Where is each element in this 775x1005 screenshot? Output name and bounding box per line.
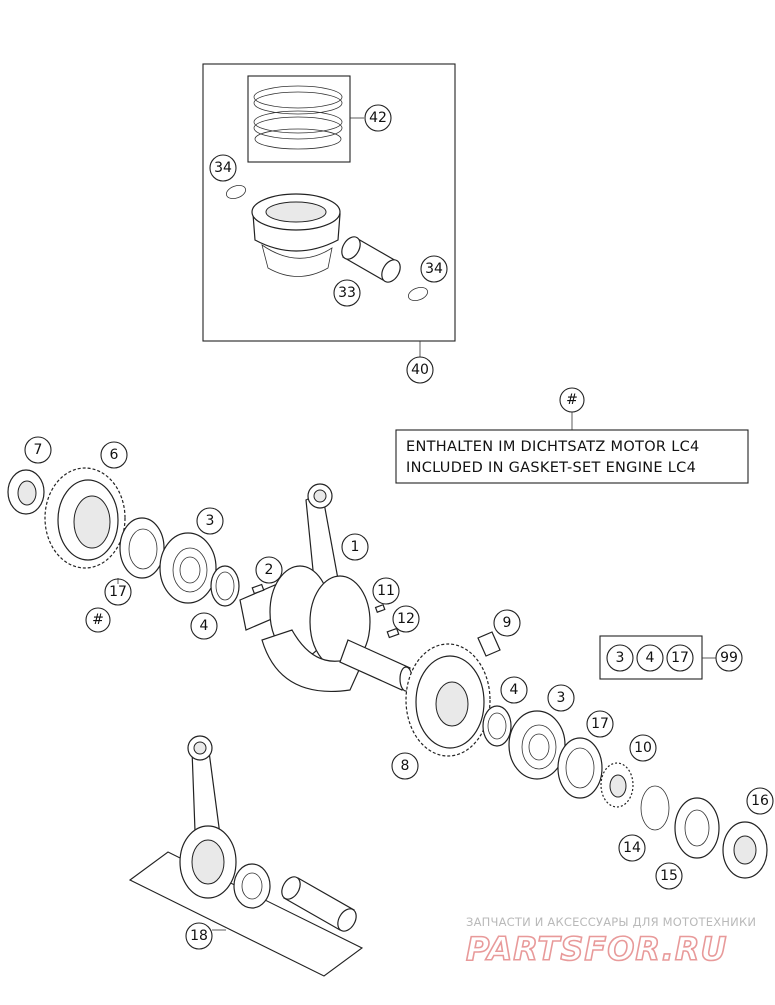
svg-text:17: 17	[109, 584, 127, 600]
note-line-1: ENTHALTEN IM DICHTSATZ MOTOR LC4	[406, 439, 700, 455]
callout-18: 18	[185, 922, 213, 950]
left-side-parts	[7, 467, 240, 607]
kit-box	[599, 635, 703, 680]
svg-text:10: 10	[634, 740, 652, 756]
callout-42: 42	[364, 104, 392, 132]
watermark-brand: PARTSFOR.RU	[466, 930, 727, 968]
callout-8: 8	[391, 752, 419, 780]
svg-text:16: 16	[751, 793, 769, 809]
callout-1: 1	[341, 533, 369, 561]
svg-text:33: 33	[338, 285, 356, 301]
callout-4-right: 4	[500, 676, 528, 704]
piston-kit-group	[202, 63, 456, 357]
svg-text:17: 17	[671, 650, 689, 666]
watermark-tagline: ЗАПЧАСТИ И АКСЕССУАРЫ ДЛЯ МОТОТЕХНИКИ	[466, 915, 756, 929]
crankshaft-assembly	[239, 483, 413, 692]
svg-text:4: 4	[510, 682, 519, 698]
svg-text:1: 1	[351, 539, 360, 555]
callout-33: 33	[333, 279, 361, 307]
svg-text:6: 6	[110, 447, 119, 463]
callout-11: 11	[372, 577, 400, 605]
callout-3-right: 3	[547, 684, 575, 712]
callout-hash-note: #	[559, 387, 585, 413]
circlip-left	[225, 185, 247, 199]
callout-4-left: 4	[190, 612, 218, 640]
callout-40: 40	[406, 356, 434, 384]
svg-text:9: 9	[503, 615, 512, 631]
conrod-kit	[128, 735, 364, 977]
watermark: ЗАПЧАСТИ И АКСЕССУАРЫ ДЛЯ МОТОТЕХНИКИ PA…	[465, 915, 756, 969]
callout-34-left: 34	[209, 154, 237, 182]
svg-text:34: 34	[214, 160, 232, 176]
callout-99: 99	[715, 644, 743, 672]
svg-text:3: 3	[557, 690, 566, 706]
callout-7: 7	[24, 436, 52, 464]
callout-2: 2	[255, 556, 283, 584]
callout-17-left: 17	[104, 578, 132, 606]
kit-callout-3: 3	[606, 644, 634, 672]
piston-ring-box	[247, 75, 351, 163]
gasket-set-note: ENTHALTEN IM DICHTSATZ MOTOR LC4 INCLUDE…	[395, 412, 749, 484]
svg-text:18: 18	[190, 928, 208, 944]
right-side-parts	[405, 631, 768, 879]
svg-text:40: 40	[411, 362, 429, 378]
piston-rings	[253, 85, 343, 150]
kit-99-group	[599, 635, 716, 680]
svg-text:8: 8	[401, 758, 410, 774]
svg-text:17: 17	[591, 716, 609, 732]
callout-labels: 42 34 34 33 40 # 7 6 3 1 2 17 11 # 4 12 …	[24, 104, 774, 950]
callout-14: 14	[618, 834, 646, 862]
callout-6: 6	[100, 441, 128, 469]
callout-9: 9	[493, 609, 521, 637]
svg-text:99: 99	[720, 650, 738, 666]
piston-pin	[341, 236, 401, 283]
svg-text:11: 11	[377, 583, 395, 599]
svg-text:#: #	[92, 612, 104, 628]
svg-text:3: 3	[206, 513, 215, 529]
svg-text:7: 7	[34, 442, 43, 458]
callout-34-right: 34	[420, 255, 448, 283]
svg-text:4: 4	[200, 618, 209, 634]
kit-callout-17: 17	[666, 644, 694, 672]
svg-text:#: #	[566, 392, 578, 408]
svg-text:42: 42	[369, 110, 387, 126]
note-line-2: INCLUDED IN GASKET-SET ENGINE LC4	[406, 460, 696, 476]
svg-text:15: 15	[660, 868, 678, 884]
callout-12: 12	[392, 605, 420, 633]
svg-text:2: 2	[265, 562, 274, 578]
callout-hash-left: #	[85, 607, 111, 633]
piston	[251, 193, 341, 277]
callout-16: 16	[746, 787, 774, 815]
svg-text:3: 3	[616, 650, 625, 666]
callout-17-right: 17	[586, 710, 614, 738]
svg-text:12: 12	[397, 611, 415, 627]
callout-15: 15	[655, 862, 683, 890]
svg-text:14: 14	[623, 840, 641, 856]
svg-text:4: 4	[646, 650, 655, 666]
svg-text:34: 34	[425, 261, 443, 277]
callout-3-left: 3	[196, 507, 224, 535]
callout-10: 10	[629, 734, 657, 762]
note-box	[395, 429, 749, 484]
kit-callout-4: 4	[636, 644, 664, 672]
piston-kit-box	[202, 63, 456, 342]
circlip-right	[407, 287, 429, 301]
